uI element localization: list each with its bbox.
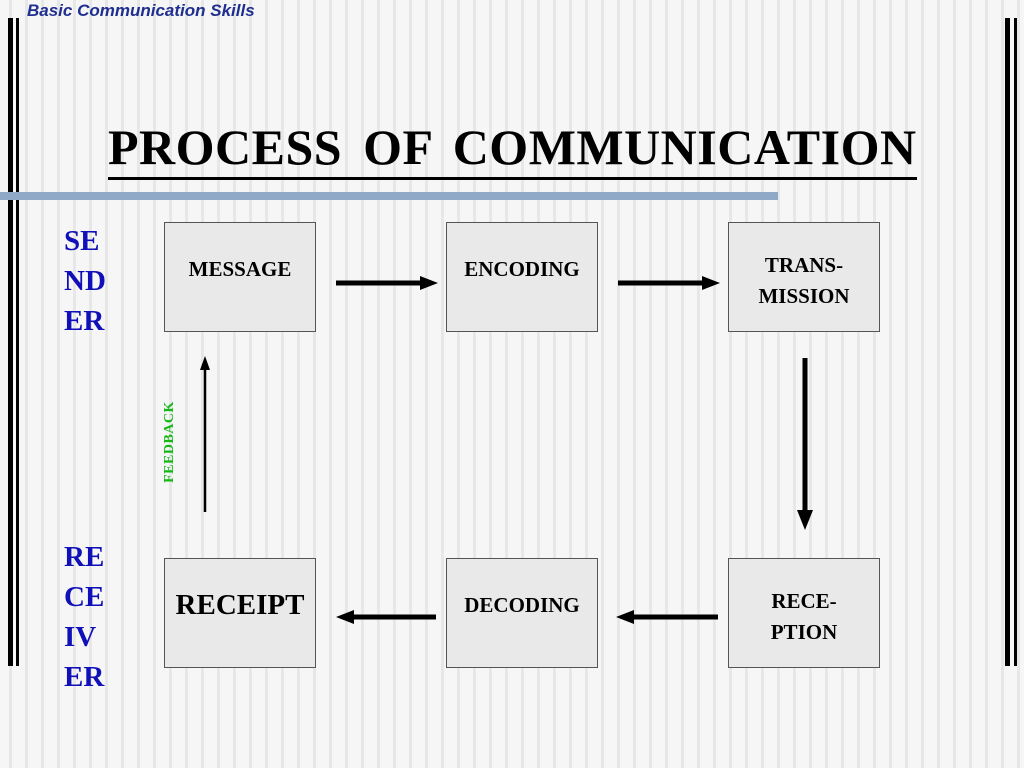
arrow-message-to-encoding — [336, 276, 438, 290]
receipt-box-label: RECEIPT — [175, 588, 305, 621]
sender-label-line: SE — [64, 225, 100, 257]
decoding-box: DECODING — [446, 558, 598, 668]
header-title: Basic Communication Skills — [27, 1, 255, 20]
receiver-label-line: ER — [64, 661, 105, 693]
reception-box-label-line: PTION — [770, 620, 838, 644]
right-vertical-bar-inner — [1014, 18, 1017, 666]
message-box-label: MESSAGE — [188, 256, 292, 281]
arrow-encoding-to-transmission — [618, 276, 720, 290]
sender-label-line: ER — [64, 305, 105, 337]
left-vertical-bar-inner — [16, 18, 19, 666]
encoding-box-label: ENCODING — [464, 256, 580, 281]
encoding-box: ENCODING — [446, 222, 598, 332]
arrow-decoding-to-receipt — [336, 610, 436, 624]
sender-label-line: ND — [64, 265, 106, 297]
receiver-label-line: RE — [64, 541, 105, 573]
arrow-reception-to-decoding — [616, 610, 718, 624]
title-accent-line — [0, 192, 778, 200]
receiver-label: RE CE IV ER — [64, 537, 104, 697]
arrow-transmission-to-reception — [797, 358, 813, 530]
left-vertical-bar-outer — [8, 18, 13, 666]
transmission-box-label-line: MISSION — [758, 284, 850, 308]
sender-label: SE ND ER — [64, 221, 106, 341]
receiver-label-line: IV — [64, 621, 97, 653]
reception-box-label-line: RECE- — [771, 589, 837, 613]
receiver-label-line: CE — [64, 581, 105, 613]
receipt-box: RECEIPT — [164, 558, 316, 668]
reception-box: RECE- PTION — [728, 558, 880, 668]
transmission-box: TRANS- MISSION — [728, 222, 880, 332]
transmission-box-label-line: TRANS- — [764, 253, 844, 277]
slide-title: PROCESS OF COMMUNICATION — [108, 119, 917, 180]
decoding-box-label: DECODING — [464, 592, 580, 617]
right-vertical-bar-outer — [1005, 18, 1010, 666]
message-box: MESSAGE — [164, 222, 316, 332]
arrow-feedback — [200, 356, 210, 512]
